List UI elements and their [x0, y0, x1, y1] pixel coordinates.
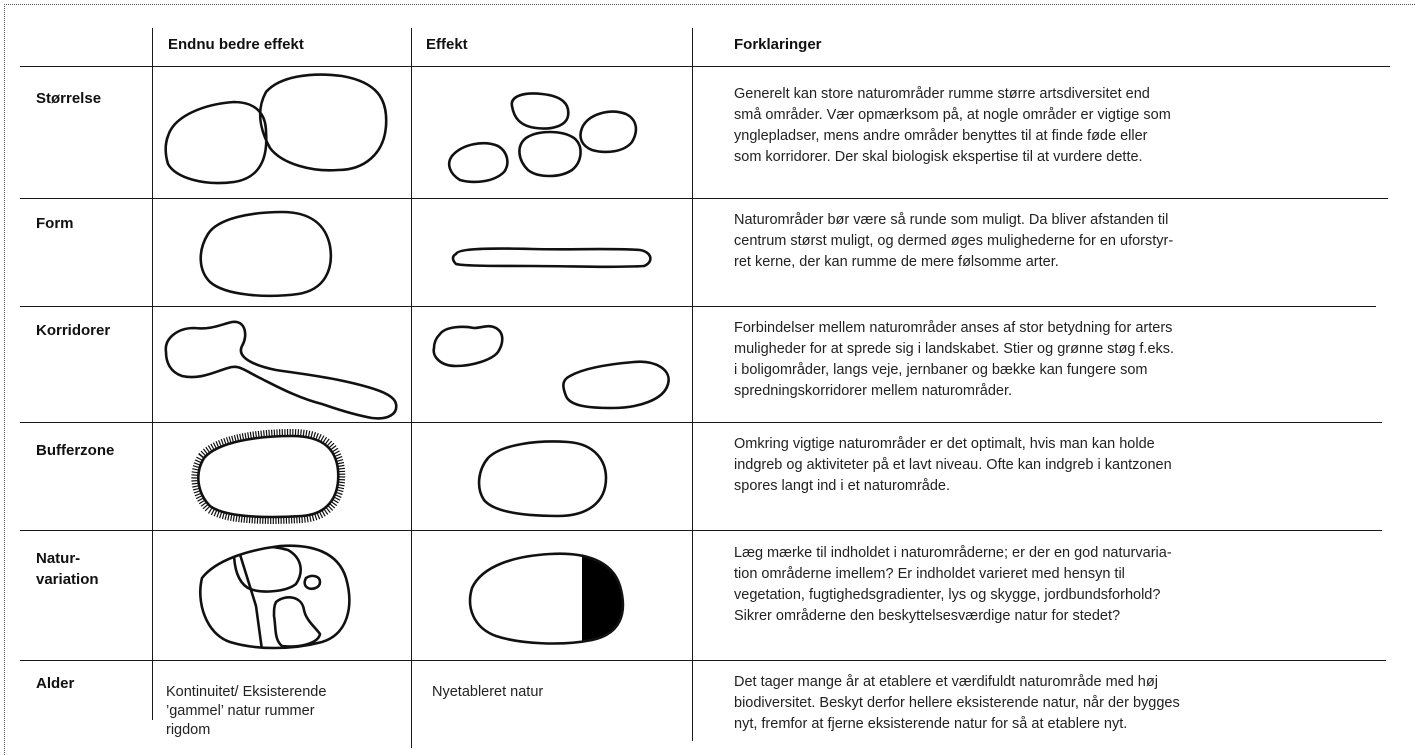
buffered-area-shape — [197, 434, 340, 519]
small-area-shape — [447, 142, 509, 184]
row-divider — [20, 660, 1386, 661]
illustration-form-elongated — [451, 247, 652, 269]
row-label-bufferzone: Bufferzone — [36, 442, 115, 459]
row-label-form: Form — [36, 215, 74, 232]
varied-area-white-spot — [303, 574, 322, 591]
varied-area-outline — [199, 544, 351, 650]
large-area-shape — [258, 73, 388, 172]
uniform-area-outline — [468, 552, 625, 645]
round-area-shape — [199, 210, 333, 298]
large-area-shape — [164, 100, 268, 185]
unbuffered-area-shape — [477, 440, 608, 518]
row-label-size: Størrelse — [36, 90, 102, 107]
row-divider — [20, 530, 1382, 531]
explanation-bufferzone: Omkring vigtige naturområder er det opti… — [734, 436, 1172, 494]
column-divider — [411, 28, 412, 748]
column-header-effect: Effekt — [426, 36, 468, 53]
row-divider — [20, 422, 1382, 423]
page-frame — [4, 4, 1415, 755]
column-divider — [152, 28, 153, 720]
row-label-nature-variation: Natur- variation — [36, 550, 99, 588]
illustration-size-small-areas — [447, 92, 638, 184]
illustration-nature-variation-varied — [199, 544, 351, 650]
separated-area-shape — [432, 324, 504, 368]
illustration-size-large-areas — [164, 73, 388, 185]
illustration-bufferzone-with-buffer — [191, 428, 346, 525]
illustration-corridors-separated — [432, 324, 670, 410]
illustration-corridors-connected — [164, 320, 398, 420]
illustration-bufferzone-without-buffer — [477, 440, 608, 518]
illustration-form-round — [199, 210, 333, 298]
row-divider — [20, 66, 1390, 67]
explanation-age: Det tager mange år at etablere et værdif… — [734, 674, 1180, 732]
explanation-nature-variation: Læg mærke til indholdet i naturområderne… — [734, 545, 1172, 624]
age-better-effect-text: Kontinuitet/ Eksisterende ’gammel’ natur… — [166, 684, 327, 738]
illustration-nature-variation-uniform — [468, 552, 625, 645]
row-label-age: Alder — [36, 675, 75, 692]
separated-area-shape — [562, 360, 670, 410]
row-label-corridors: Korridorer — [36, 322, 111, 339]
elongated-area-shape — [451, 247, 652, 269]
column-divider — [692, 28, 693, 741]
small-area-shape — [510, 92, 570, 130]
varied-area-medium-patch — [272, 596, 322, 648]
explanation-form: Naturområder bør være så runde som mulig… — [734, 212, 1174, 270]
row-divider — [20, 306, 1376, 307]
row-divider — [20, 198, 1388, 199]
small-area-shape — [518, 130, 582, 178]
explanation-corridors: Forbindelser mellem naturområder anses a… — [734, 320, 1175, 399]
explanation-size: Generelt kan store naturområder rumme st… — [734, 86, 1171, 165]
column-header-explanations: Forklaringer — [734, 36, 822, 53]
small-area-shape — [579, 110, 638, 154]
column-header-better-effect: Endnu bedre effekt — [168, 36, 304, 53]
connected-areas-shape — [164, 320, 398, 420]
varied-area-dark-fill — [236, 545, 350, 648]
age-effect-text: Nyetableret natur — [432, 684, 544, 700]
